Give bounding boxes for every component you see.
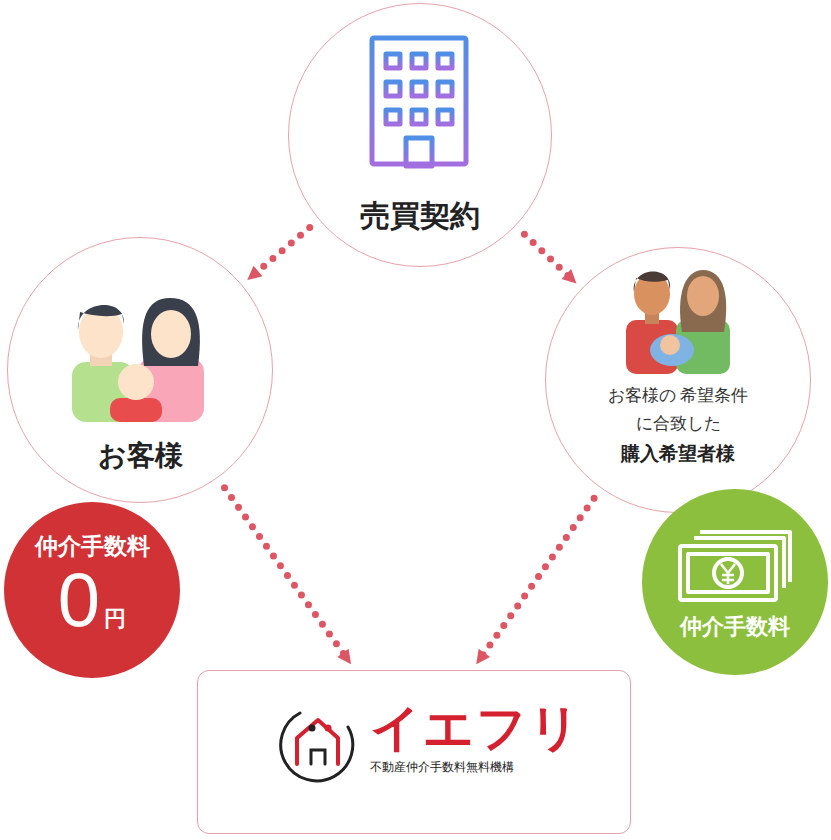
node-text: 円	[104, 605, 126, 634]
banknote-icon	[680, 532, 790, 600]
dotted-arrow	[225, 488, 348, 659]
fee-circle: 仲介手数料	[642, 489, 828, 675]
dotted-arrow	[480, 498, 594, 658]
node-text: 0	[58, 562, 100, 638]
node-text: 仲介手数料	[680, 613, 790, 642]
node-text: お客様の 希望条件に合致した	[603, 382, 753, 438]
family-icon	[626, 270, 730, 374]
dotted-arrow	[524, 234, 571, 279]
node-text: 仲介手数料	[35, 532, 150, 562]
text-row: 0円	[58, 562, 126, 638]
dotted-arrow	[253, 228, 310, 276]
node-text: 購入希望者様	[621, 442, 735, 467]
company-box: イエフリ不動産仲介手数料無料機構	[197, 670, 631, 834]
node-text: 売買契約	[360, 196, 480, 235]
node-text: 不動産仲介手数料無料機構	[370, 760, 514, 776]
node-text: お客様	[98, 438, 183, 474]
building-icon	[356, 38, 484, 166]
logo-icon	[281, 713, 353, 781]
fee-zero-circle: 仲介手数料0円	[4, 502, 180, 678]
customer-circle: お客様	[7, 237, 273, 503]
buyer-circle: お客様の 希望条件に合致した購入希望者様	[545, 247, 811, 513]
family-icon	[72, 298, 204, 422]
contract-circle: 売買契約	[288, 3, 552, 267]
node-text: イエフリ	[370, 701, 582, 756]
